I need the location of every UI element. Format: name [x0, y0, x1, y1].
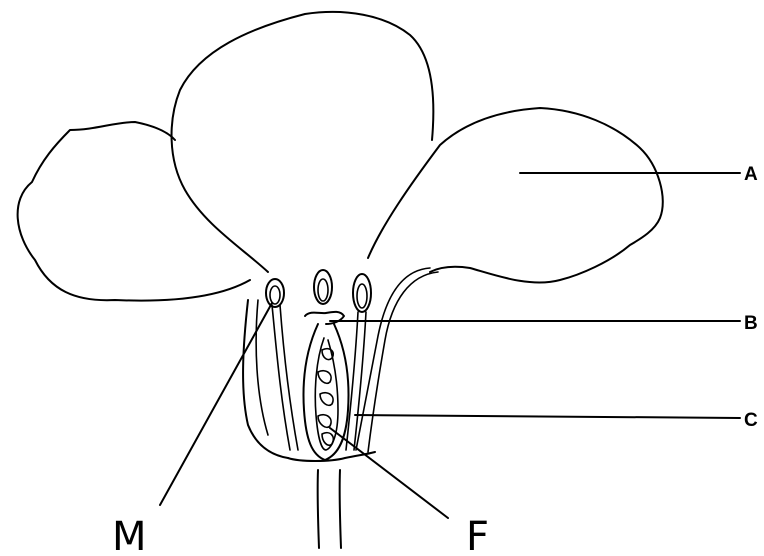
label-B: B [744, 313, 758, 334]
center-anther-inner [318, 279, 328, 301]
leader-line-F [330, 428, 448, 518]
right-petal-claw [368, 272, 438, 452]
label-M: M [112, 514, 147, 556]
label-A: A [744, 164, 758, 185]
label-F: F [466, 514, 489, 556]
ovule-3 [320, 393, 333, 406]
stigma [305, 312, 344, 324]
left-filament-inner [280, 305, 298, 450]
leader-line-M [160, 303, 272, 505]
leader-line-C [355, 415, 740, 418]
ovule-4 [318, 415, 331, 428]
right-petal [368, 108, 663, 283]
pedicel-right [340, 470, 341, 548]
left-anther-inner [270, 286, 280, 304]
top-petal [172, 12, 434, 272]
right-anther-inner [357, 284, 367, 308]
right-anther [353, 274, 371, 312]
ovule-2 [318, 371, 331, 384]
pedicel-left [318, 470, 319, 548]
center-anther [314, 270, 332, 304]
left-anther [266, 279, 284, 307]
ovule-5 [322, 433, 333, 446]
left-petal [18, 122, 250, 301]
label-C: C [744, 410, 758, 431]
